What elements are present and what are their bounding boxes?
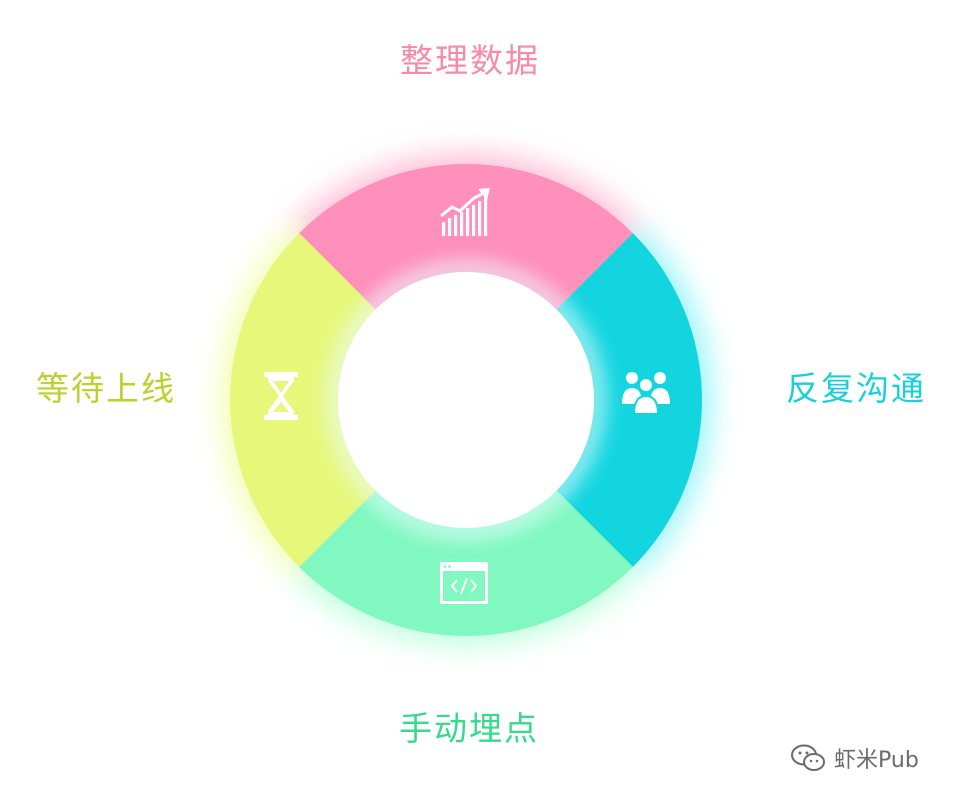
ring-inner-halo [329,263,603,537]
watermark: 虾米Pub [790,742,919,774]
label-bottom: 手动埋点 [399,709,539,748]
label-top: 整理数据 [400,41,540,80]
ring-hole [338,272,594,528]
wechat-icon [791,744,825,771]
ring-segment-left [230,233,376,567]
ring-segment-top [299,164,633,310]
team-icon [622,372,670,415]
label-right: 反复沟通 [786,369,926,408]
watermark-text: 虾米Pub [834,748,919,773]
hourglass-icon [264,372,298,420]
label-left: 等待上线 [36,369,176,408]
chart-icon [440,188,490,236]
code-icon [440,562,488,604]
